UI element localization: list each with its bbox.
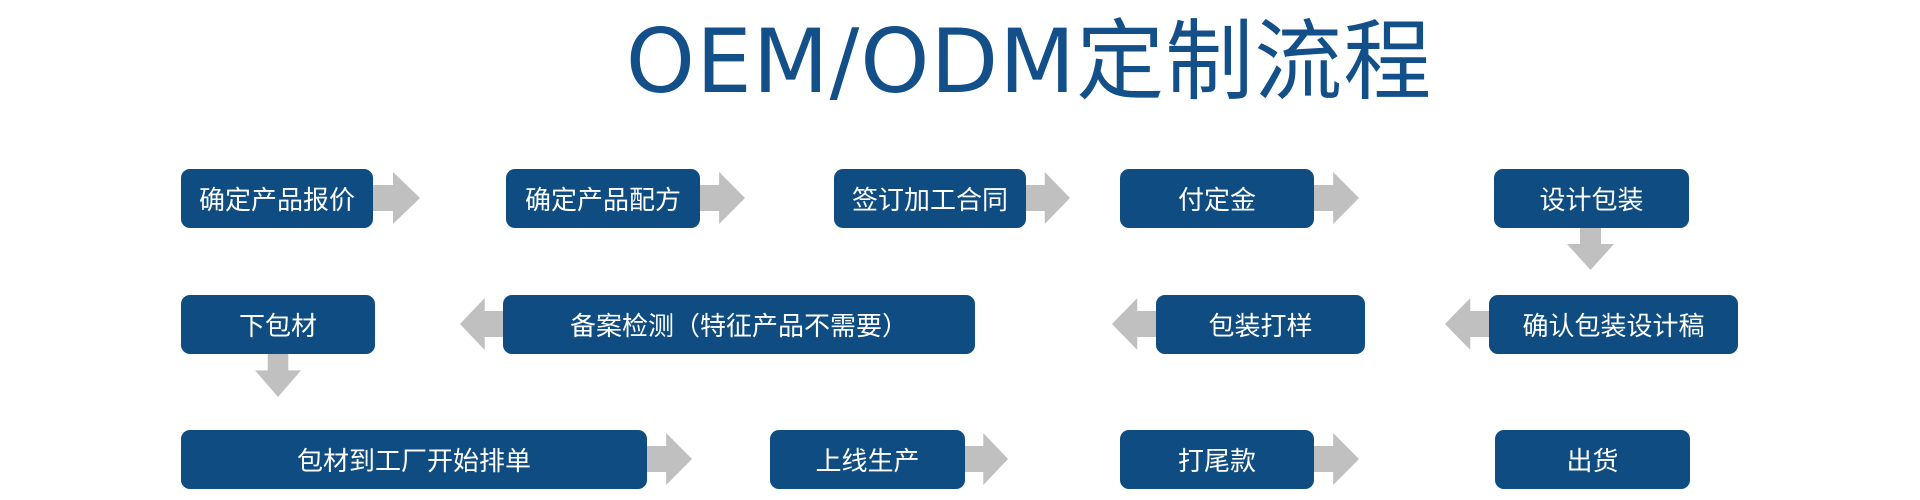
arrow-right-icon [1026, 172, 1070, 224]
arrow-left-icon [1112, 298, 1156, 350]
arrow-right-icon [647, 433, 692, 485]
step-order-materials: 下包材 [181, 295, 375, 354]
arrow-right-icon [373, 172, 420, 224]
arrow-right-icon [700, 172, 745, 224]
step-formula: 确定产品配方 [506, 169, 700, 228]
step-deposit: 付定金 [1120, 169, 1314, 228]
arrow-down-icon [255, 354, 301, 397]
arrow-left-icon [1445, 298, 1489, 350]
arrow-left-icon [460, 298, 503, 350]
step-production: 上线生产 [770, 430, 965, 489]
step-design-package: 设计包装 [1494, 169, 1689, 228]
step-final-payment: 打尾款 [1120, 430, 1314, 489]
step-quote: 确定产品报价 [181, 169, 373, 228]
page-title: OEM/ODM定制流程 [625, 10, 1433, 113]
arrow-right-icon [1314, 172, 1359, 224]
arrow-right-icon [965, 433, 1008, 485]
arrow-down-icon [1567, 228, 1614, 270]
step-shipping: 出货 [1495, 430, 1690, 489]
step-confirm-design: 确认包装设计稿 [1489, 295, 1738, 354]
step-materials-arrive: 包材到工厂开始排单 [181, 430, 647, 489]
step-package-sample: 包装打样 [1156, 295, 1365, 354]
arrow-right-icon [1314, 433, 1359, 485]
step-contract: 签订加工合同 [834, 169, 1026, 228]
step-filing-test: 备案检测（特征产品不需要） [503, 295, 975, 354]
